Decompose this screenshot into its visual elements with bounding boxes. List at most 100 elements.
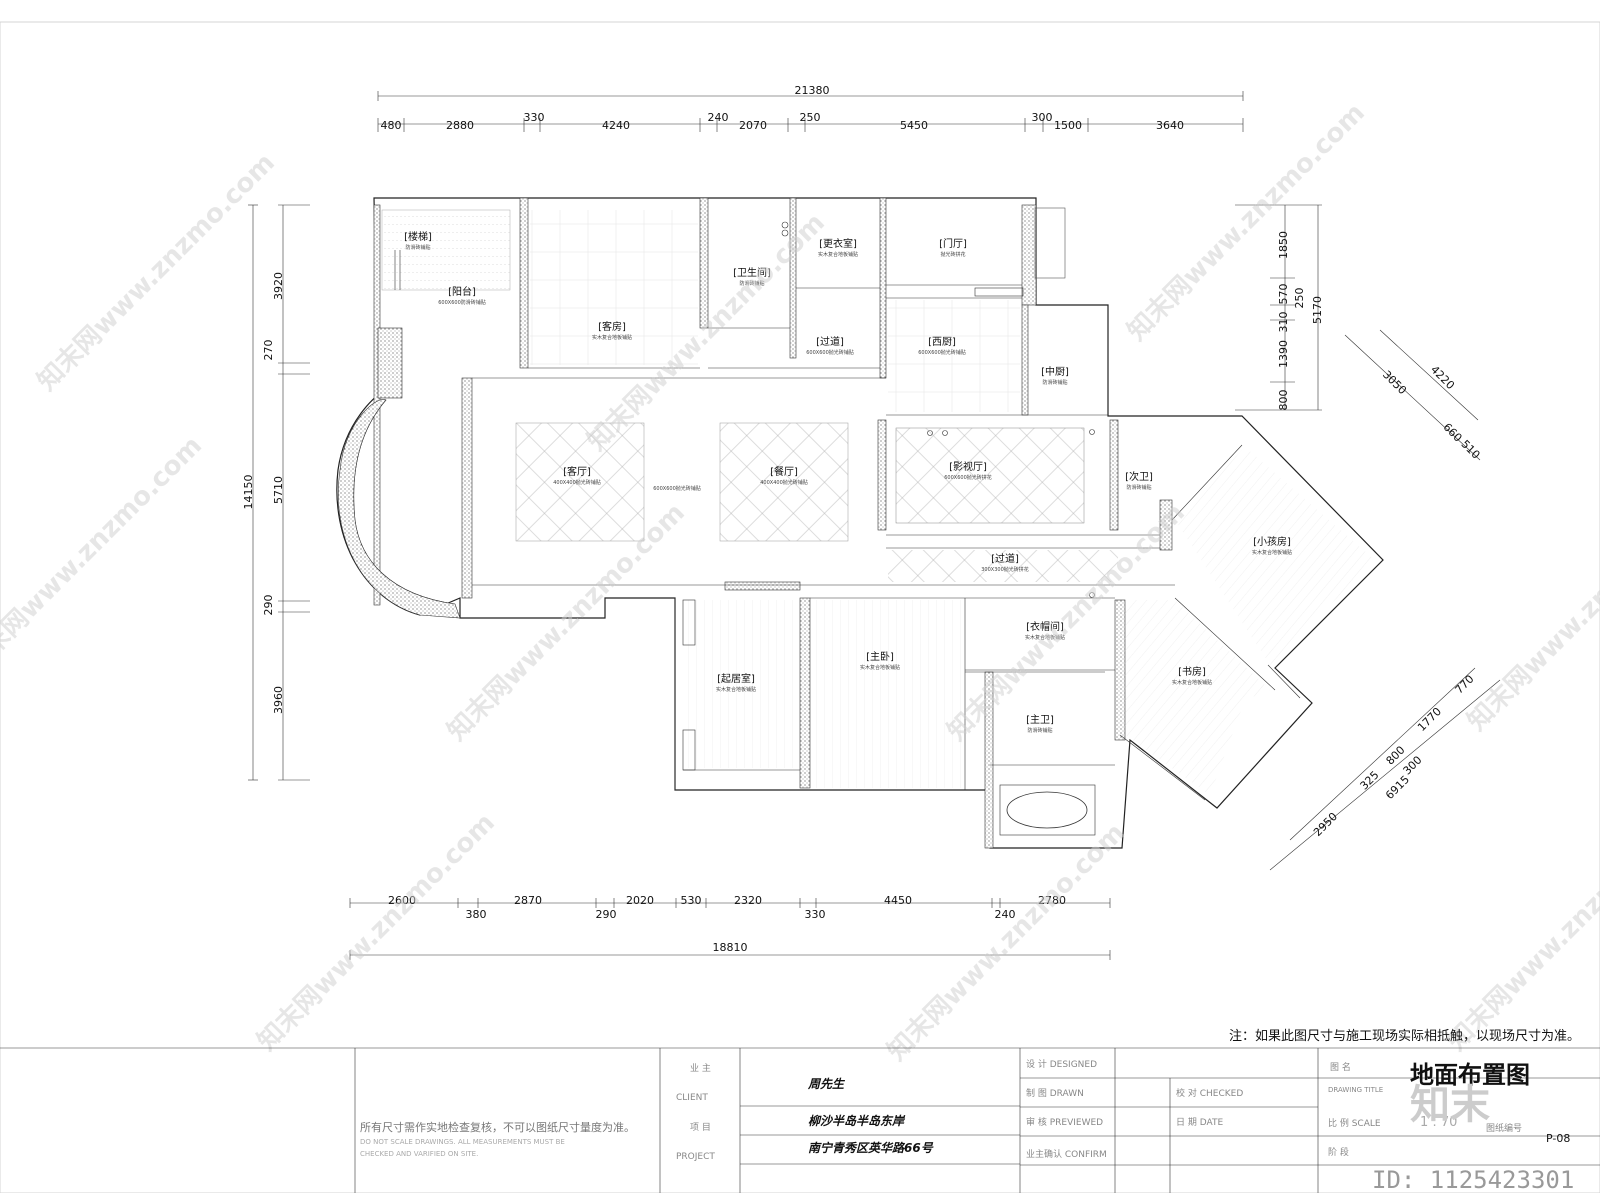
title-block: 所有尺寸需作实地检查复核，不可以图纸尺寸量度为准。 DO NOT SCALE D…	[0, 1047, 1600, 1194]
disclaimer-en-1: DO NOT SCALE DRAWINGS. ALL MEASUREMENTS …	[360, 1138, 565, 1146]
room-note-14: 300X300抛光砖拼花	[981, 566, 1029, 573]
right-dim-6: 800	[1277, 390, 1290, 411]
designed-label: 设 计 DESIGNED	[1026, 1058, 1097, 1070]
right-dim-1: 1850	[1277, 231, 1290, 259]
room-label-11: [影视厅]	[949, 460, 987, 473]
bottom-dim-3: 2870	[514, 894, 542, 907]
right-dim-4: 310	[1277, 312, 1290, 333]
disclaimer-en-2: CHECKED AND VARIFIED ON SITE.	[360, 1150, 478, 1158]
room-note-9: 400X400抛光砖铺贴	[553, 479, 601, 486]
room-label-5: [门厅]	[939, 237, 967, 250]
image-id: ID: 1125423301	[1372, 1166, 1574, 1193]
top-dim-3: 330	[524, 111, 545, 124]
room-label-4: [更衣室]	[819, 237, 857, 250]
right-dim-5: 1390	[1277, 340, 1290, 368]
right-total-dim: 5170	[1311, 296, 1324, 324]
scale-label: 比 例 SCALE	[1328, 1117, 1381, 1129]
project-label-cn: 项 目	[690, 1122, 711, 1133]
diag-dim-8: 300	[1401, 754, 1425, 778]
left-dim-5: 3960	[272, 686, 285, 714]
right-dimensions: 1850 570 250 310 1390 800 5170	[1235, 204, 1324, 411]
title-label-cn: 图 名	[1330, 1061, 1351, 1073]
room-label-6: [过道]	[816, 335, 844, 348]
top-dim-7: 250	[800, 111, 821, 124]
top-dim-10: 1500	[1054, 119, 1082, 132]
left-dim-1: 3920	[272, 272, 285, 300]
room-note-15: 实木复合地板铺贴	[1025, 634, 1065, 641]
bottom-dim-11: 2780	[1038, 894, 1066, 907]
room-label-14: [过道]	[991, 552, 1019, 565]
left-dim-2: 270	[262, 340, 275, 361]
diag-dimensions-upper: 3050 4220 660 510	[1344, 329, 1482, 462]
room-note-10: 400X400抛光砖铺贴	[760, 479, 808, 486]
room-label-9: [客厅]	[563, 465, 591, 478]
top-dim-5: 240	[708, 111, 729, 124]
client-label-en: CLIENT	[676, 1093, 708, 1103]
diag-dim-1: 3050	[1380, 368, 1409, 397]
right-dim-2: 570	[1277, 284, 1290, 305]
drawn-label: 制 图 DRAWN	[1026, 1087, 1084, 1099]
room-label-0: [楼梯]	[404, 230, 432, 243]
top-dim-8: 5450	[900, 119, 928, 132]
center-note: 600X600抛光砖铺贴	[653, 485, 701, 492]
room-note-11: 600X600抛光砖拼花	[944, 474, 992, 481]
room-label-16: [主卧]	[866, 650, 894, 663]
bottom-dim-4: 290	[596, 908, 617, 921]
room-note-16: 实木复合地板铺贴	[860, 664, 900, 671]
room-note-6: 600X600抛光砖铺贴	[806, 349, 854, 356]
stage-label: 阶 段	[1328, 1146, 1349, 1158]
drawing-title: 地面布置图	[1410, 1061, 1530, 1089]
room-note-4: 实木复合地板铺贴	[818, 251, 858, 258]
disclaimer-cn: 所有尺寸需作实地检查复核，不可以图纸尺寸量度为准。	[360, 1120, 635, 1134]
room-label-10: [餐厅]	[770, 465, 798, 478]
room-note-8: 防滑砖铺贴	[1042, 379, 1067, 386]
top-dim-4: 4240	[602, 119, 630, 132]
bottom-dim-2: 380	[466, 908, 487, 921]
left-total-dim: 14150	[242, 475, 255, 510]
room-note-13: 实木复合地板铺贴	[1252, 549, 1292, 556]
top-dim-11: 3640	[1156, 119, 1184, 132]
watermark-7: 知末网www.znzmo.com	[252, 808, 501, 1057]
room-label-12: [次卫]	[1125, 470, 1153, 483]
room-note-1: 600X600防滑砖铺贴	[438, 299, 486, 306]
watermark-2: 知末网www.znzmo.com	[0, 431, 208, 680]
diag-dim-11: 2950	[1311, 810, 1340, 839]
left-dim-4: 290	[262, 595, 275, 616]
room-note-17: 实木复合地板铺贴	[716, 686, 756, 693]
room-note-12: 防滑砖铺贴	[1126, 484, 1151, 491]
diag-dim-5: 770	[1453, 673, 1477, 697]
top-dim-9: 300	[1032, 111, 1053, 124]
room-label-1: [阳台]	[448, 285, 476, 298]
top-dim-1: 480	[381, 119, 402, 132]
room-label-13: [小孩房]	[1253, 535, 1291, 548]
watermark-9: 知末网www.znzmo.com	[1462, 488, 1600, 737]
bottom-dim-10: 240	[995, 908, 1016, 921]
date-label: 日 期 DATE	[1176, 1117, 1223, 1128]
right-dim-3: 250	[1293, 288, 1306, 309]
page-number: P-08	[1546, 1132, 1570, 1145]
room-label-18: [书房]	[1178, 665, 1206, 678]
diag-dim-10: 6915	[1383, 773, 1412, 802]
diag-dim-9: 325	[1358, 769, 1382, 793]
scale-value: 1 : 70	[1420, 1115, 1457, 1130]
top-dim-6: 2070	[739, 119, 767, 132]
left-dim-3: 5710	[272, 476, 285, 504]
room-note-3: 防滑砖铺贴	[739, 280, 764, 287]
room-note-5: 抛光砖拼花	[940, 251, 965, 258]
client-label-cn: 业 主	[690, 1062, 711, 1074]
top-dimensions: 21380 480 2880 330 4240 240 2070 250 545…	[377, 84, 1244, 132]
logo-mark: 知末	[1410, 1082, 1490, 1128]
top-total-dim: 21380	[795, 84, 830, 97]
room-note-2: 实木复合地板铺贴	[592, 334, 632, 341]
room-note-7: 600X600抛光砖铺贴	[918, 349, 966, 356]
reviewed-label: 审 核 PREVIEWED	[1026, 1116, 1103, 1128]
project-label-en: PROJECT	[676, 1152, 715, 1162]
bottom-dimensions: 2600 380 2870 290 2020 530 2320 330 4450…	[349, 894, 1111, 960]
room-note-19: 防滑砖铺贴	[1027, 727, 1052, 734]
watermark-5: 知末网www.znzmo.com	[1122, 98, 1371, 347]
room-note-18: 实木复合地板铺贴	[1172, 679, 1212, 686]
client-value: 周先生	[807, 1077, 846, 1091]
watermark-1: 知末网www.znzmo.com	[32, 148, 281, 397]
room-label-3: [卫生间]	[733, 266, 771, 279]
title-label-en: DRAWING TITLE	[1328, 1086, 1383, 1094]
